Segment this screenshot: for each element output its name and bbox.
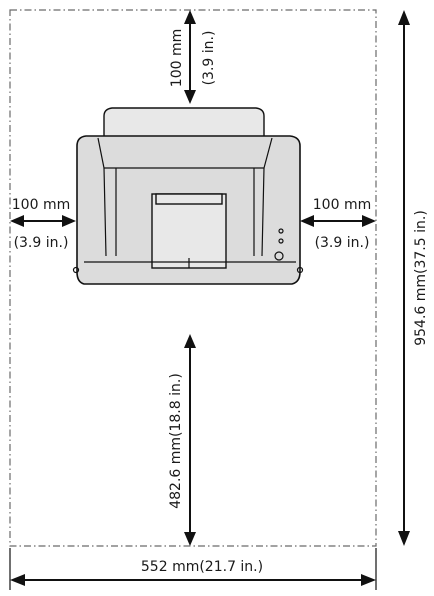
front-clearance-arrow <box>184 334 196 546</box>
paper-support <box>151 193 227 269</box>
foot-right <box>296 266 304 274</box>
output-recess <box>97 137 273 169</box>
status-led-icon <box>278 228 284 234</box>
total-depth-arrow <box>398 10 410 546</box>
total-width-arrow <box>10 574 376 586</box>
right-clearance-metric: 100 mm <box>313 197 371 213</box>
total-width-label: 552 mm(21.7 in.) <box>141 559 263 575</box>
paper-support-top <box>155 193 223 205</box>
front-clearance-label: 482.6 mm(18.8 in.) <box>168 373 184 509</box>
left-clearance-imperial: (3.9 in.) <box>14 235 69 251</box>
printer-top-view <box>72 107 304 285</box>
rear-tray <box>103 107 265 138</box>
total-width-extension-lines <box>9 548 377 590</box>
status-led-icon-2 <box>278 238 284 244</box>
right-clearance-imperial: (3.9 in.) <box>315 235 370 251</box>
right-clearance-arrow <box>300 215 376 227</box>
output-recess-sides <box>103 167 265 257</box>
left-clearance-metric: 100 mm <box>12 197 70 213</box>
foot-left <box>72 266 80 274</box>
clearance-boundary <box>9 9 377 547</box>
top-clearance-arrow <box>184 10 196 104</box>
top-clearance-metric: 100 mm <box>169 29 185 87</box>
top-clearance-imperial: (3.9 in.) <box>201 31 217 86</box>
total-depth-label: 954.6 mm(37.5 in.) <box>413 210 429 346</box>
power-button-icon <box>274 251 284 261</box>
left-clearance-arrow <box>10 215 76 227</box>
